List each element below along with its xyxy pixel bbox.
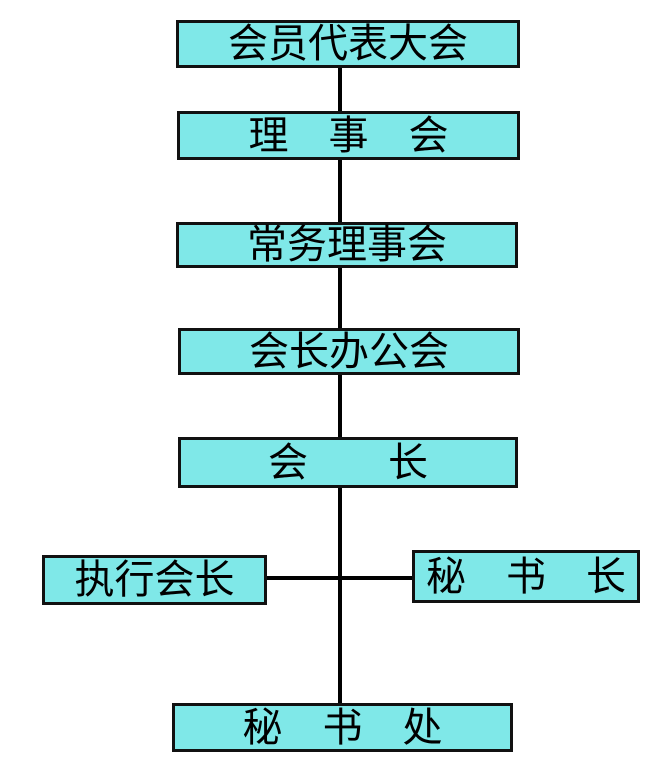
connector-president-office-to-president bbox=[338, 373, 342, 439]
connector-president-to-secretariat bbox=[338, 486, 342, 705]
connector-executive-president-to-secretary-general bbox=[265, 576, 414, 580]
org-box-president: 会 长 bbox=[178, 437, 518, 488]
org-box-standing-council: 常务理事会 bbox=[176, 222, 518, 268]
org-box-member-congress: 会员代表大会 bbox=[176, 20, 520, 68]
connector-standing-council-to-president-office bbox=[338, 266, 342, 330]
org-box-council: 理 事 会 bbox=[177, 111, 520, 160]
org-box-president-office: 会长办公会 bbox=[178, 328, 520, 375]
connector-council-to-standing-council bbox=[338, 158, 342, 224]
connector-member-congress-to-council bbox=[338, 66, 342, 113]
org-box-secretariat: 秘 书 处 bbox=[172, 703, 513, 752]
org-box-executive-president: 执行会长 bbox=[42, 555, 267, 605]
org-box-secretary-general: 秘 书 长 bbox=[412, 550, 640, 603]
